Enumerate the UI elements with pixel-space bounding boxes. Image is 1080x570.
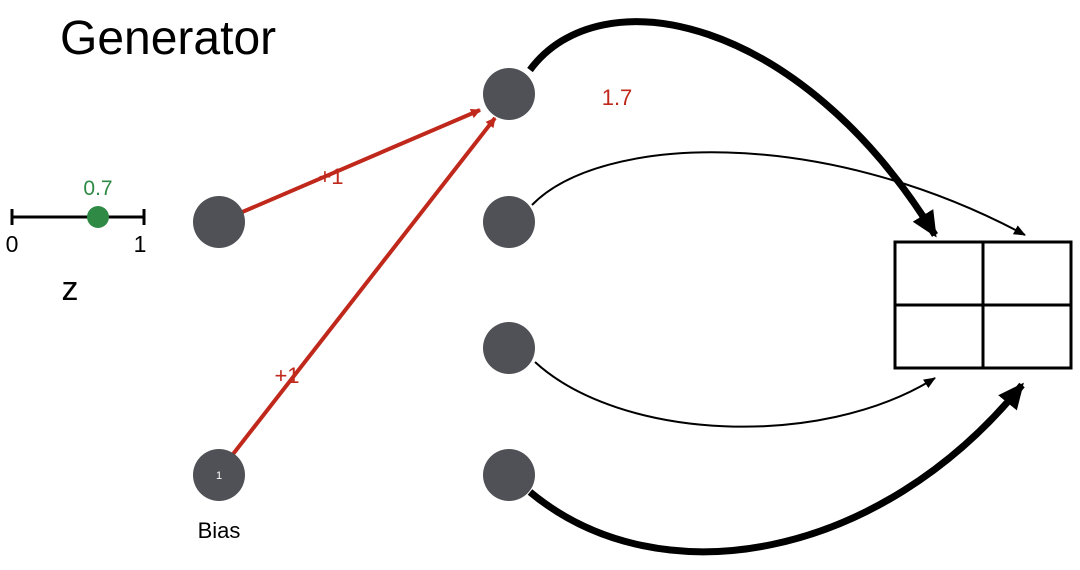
bias-label: Bias bbox=[198, 518, 241, 543]
hidden-node-4 bbox=[483, 449, 535, 501]
bias-to-hidden1-edge bbox=[228, 116, 497, 460]
bias-node-value: 1 bbox=[216, 470, 222, 482]
bias-node bbox=[193, 449, 245, 501]
z-variable-label: z bbox=[62, 270, 79, 308]
hidden3-to-output-edge bbox=[534, 361, 936, 428]
input-weight-label: +1 bbox=[318, 164, 343, 189]
diagram-title: Generator bbox=[60, 12, 276, 65]
output-image-grid bbox=[893, 240, 1073, 370]
bias-weight-label: +1 bbox=[274, 363, 299, 388]
slider-handle[interactable] bbox=[87, 206, 109, 228]
hidden-node-3 bbox=[483, 322, 535, 374]
hidden2-to-output-edge bbox=[531, 151, 1026, 236]
hidden-node-2 bbox=[483, 196, 535, 248]
input-to-hidden1-edge bbox=[239, 108, 481, 215]
slider-value-label: 0.7 bbox=[83, 177, 112, 200]
input-node bbox=[193, 196, 245, 248]
hidden4-to-output-edge bbox=[527, 382, 1025, 556]
z-slider[interactable] bbox=[10, 206, 146, 228]
slider-min-label: 0 bbox=[6, 231, 19, 257]
hidden1-to-output-edge bbox=[527, 18, 938, 238]
hidden-node-1 bbox=[483, 68, 535, 120]
slider-max-label: 1 bbox=[134, 231, 147, 257]
hidden1-activation-label: 1.7 bbox=[602, 85, 633, 110]
